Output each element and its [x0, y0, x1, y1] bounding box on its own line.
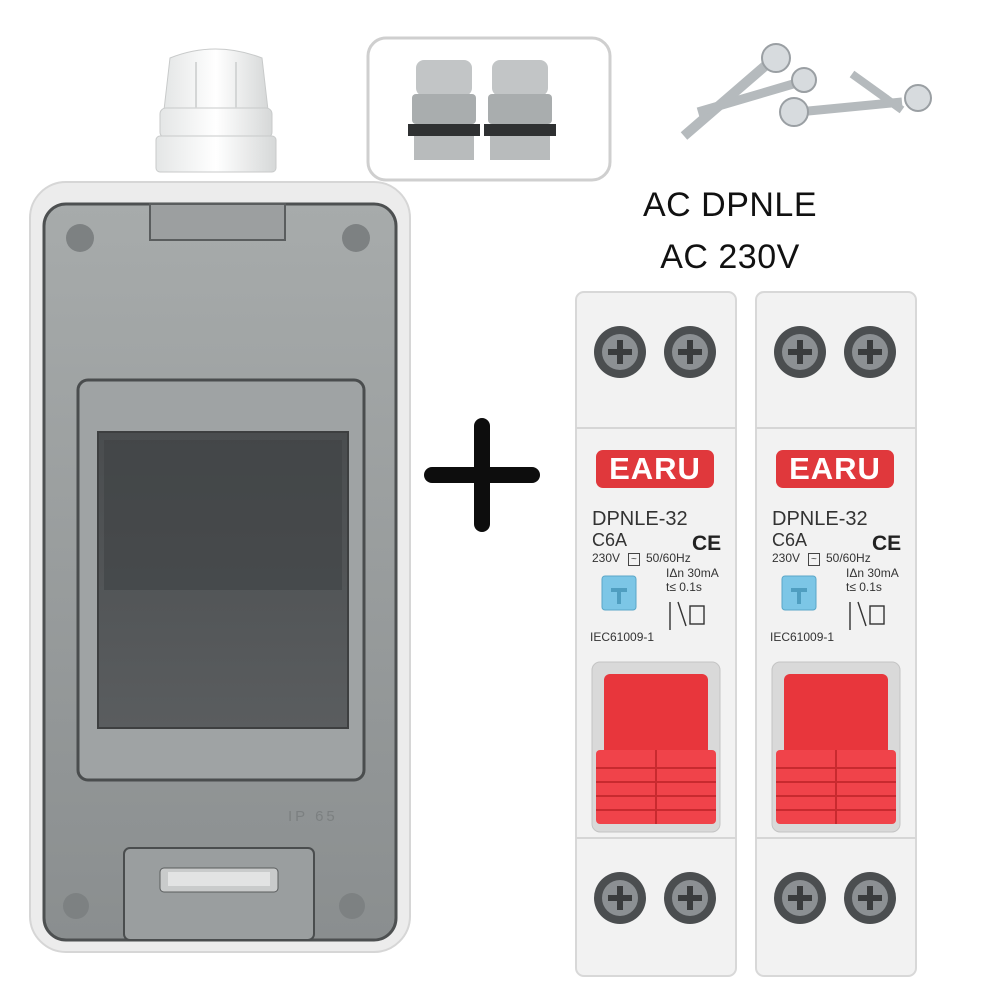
ac-symbol-icon: ~ [628, 553, 640, 566]
breaker-1-rating: C6A [592, 530, 628, 550]
breaker-1-trip-current: IΔn 30mA [666, 566, 719, 580]
breaker-1-supply: 230V [592, 551, 621, 565]
breaker-2-brand-label: EARU [776, 450, 894, 488]
cover-latch [123, 847, 315, 941]
breaker-2-standard: IEC61009-1 [770, 630, 835, 644]
breaker-1-model: DPNLE-32 [592, 508, 688, 530]
breaker-1-brand-label: EARU [596, 450, 714, 488]
mounting-screws-accessory [680, 43, 932, 140]
ac-symbol-icon: ~ [808, 553, 820, 566]
breaker-2-trip-current: IΔn 30mA [846, 566, 899, 580]
toggle-handle-2 [784, 674, 888, 770]
breaker-2-model: DPNLE-32 [772, 508, 868, 530]
breaker-1-standard: IEC61009-1 [590, 630, 655, 644]
product-headline-line2: AC 230V [660, 238, 800, 276]
top-terminal-screws [594, 326, 716, 378]
toggle-handle-1 [604, 674, 708, 770]
cable-glands-accessory [366, 36, 612, 182]
breaker-2-rating: C6A [772, 530, 808, 550]
breaker-2-supply: 230V [772, 551, 801, 565]
bottom-terminal-screws [774, 872, 896, 924]
breaker-2-ce-mark: CE [872, 532, 902, 555]
breaker-1-ce-mark: CE [692, 532, 722, 555]
breaker-1-frequency: 50/60Hz [646, 551, 691, 565]
breaker-2-trip-time: t≤ 0.1s [846, 580, 882, 594]
breaker-2-frequency: 50/60Hz [826, 551, 871, 565]
bottom-terminal-screws [594, 872, 716, 924]
waterproof-enclosure-illustration [29, 48, 411, 953]
trip-circuit-symbol [849, 601, 885, 630]
top-cable-gland [155, 48, 277, 173]
breaker-1-trip-time: t≤ 0.1s [666, 580, 702, 594]
trip-circuit-symbol [669, 601, 705, 630]
product-headline-line1: AC DPNLE [642, 186, 818, 224]
top-terminal-screws [774, 326, 896, 378]
ip-rating-marking: IP 65 [288, 808, 338, 825]
